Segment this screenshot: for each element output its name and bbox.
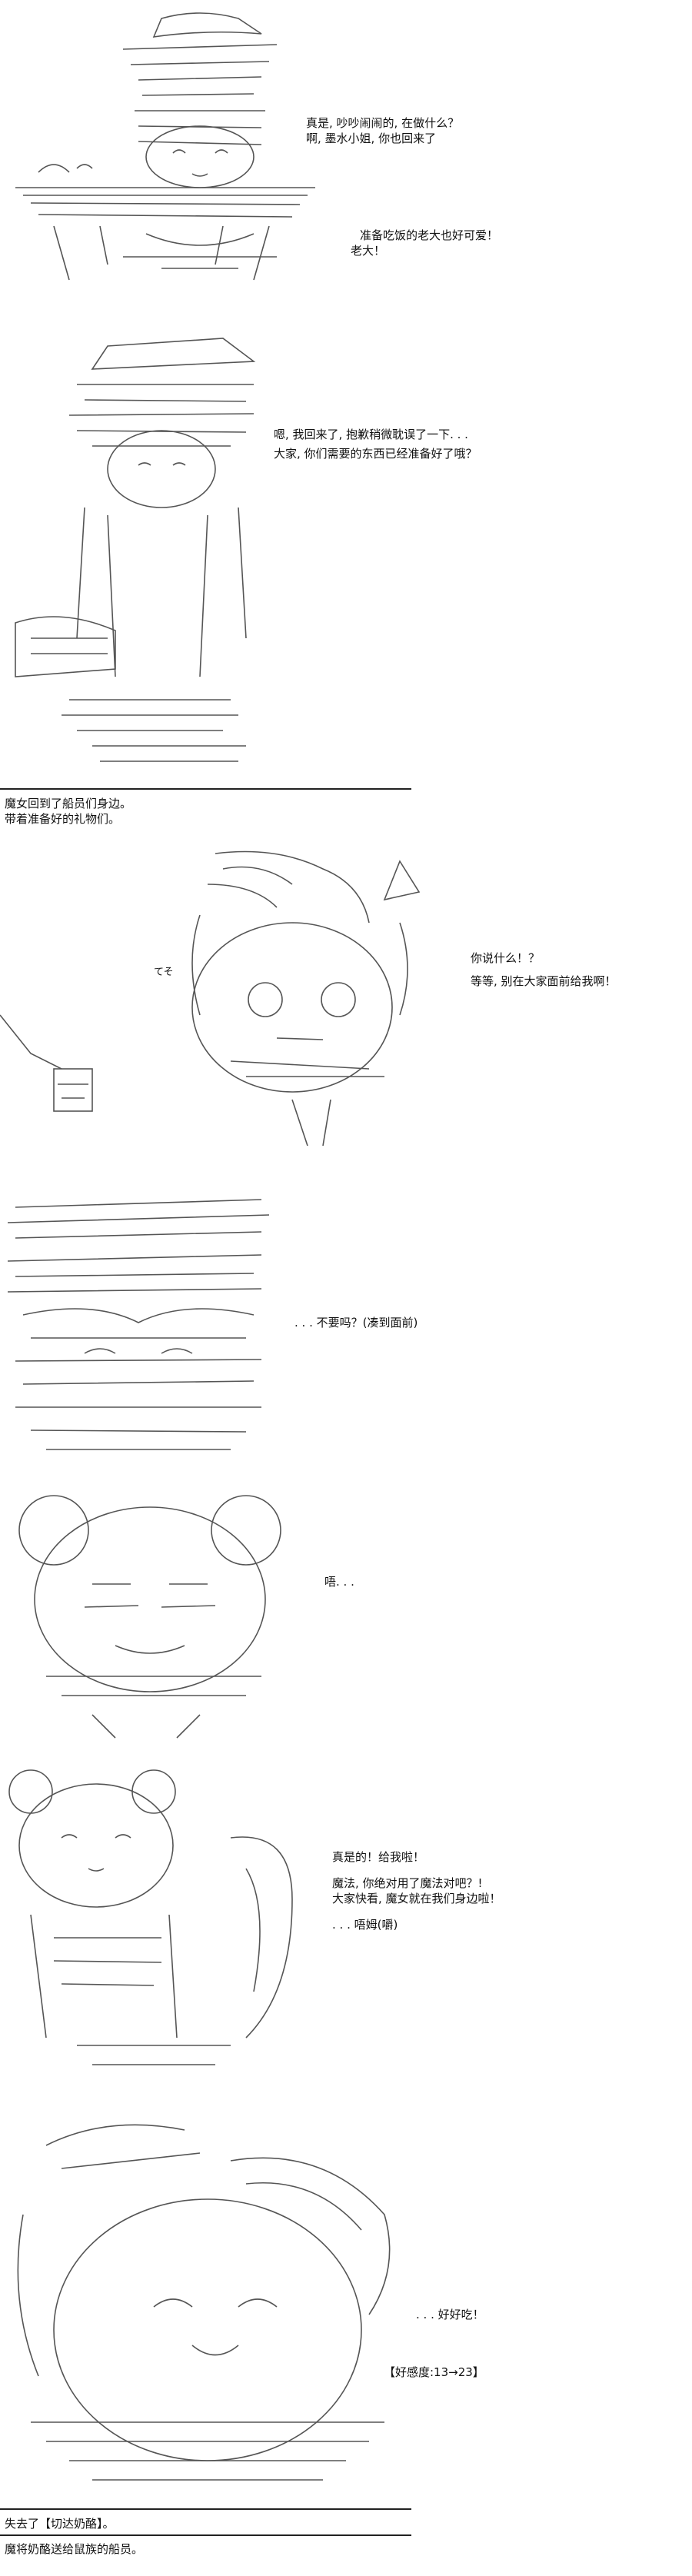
panel-divider bbox=[0, 2534, 411, 2536]
ascii-art-mouse-surprised bbox=[0, 850, 421, 1147]
dialogue-line: 真是的！给我啦！ bbox=[332, 1850, 425, 1864]
affection-status: 【好感度:13→23】 bbox=[384, 2365, 484, 2379]
narration-line: 魔女回到了船员们身边。 bbox=[5, 797, 132, 810]
dialogue-line: 准备吃饭的老大也好可爱！ bbox=[360, 228, 499, 242]
panel-4: . . . 不要吗？(凑到面前) bbox=[0, 1177, 692, 1476]
dialogue-line: . . . 好好吃！ bbox=[416, 2308, 484, 2321]
dialogue-line: 魔法, 你绝对用了魔法对吧？! bbox=[332, 1876, 483, 1890]
ascii-art-witch-standing bbox=[15, 338, 256, 762]
narration-line: 魔将奶酪送给鼠族的船员。 bbox=[5, 2542, 144, 2556]
panel-5: 唔. . . bbox=[0, 1476, 692, 1753]
ascii-art-mouse-pondering bbox=[18, 1495, 281, 1739]
panel-1: 真是, 吵吵闹闹的, 在做什么？ 啊, 墨水小姐, 你也回来了 准备吃饭的老大也… bbox=[0, 0, 692, 300]
dialogue-line: 你说什么！？ bbox=[471, 951, 541, 965]
dialogue-line: 老大！ bbox=[351, 244, 386, 258]
panel-6: 真是的！给我啦！ 魔法, 你绝对用了魔法对吧？! 大家快看, 魔女就在我们身边啦… bbox=[0, 1753, 692, 2092]
panel-3: てそ 你说什么！？ 等等, 别在大家面前给我啊！ bbox=[0, 830, 692, 1177]
panel-2: 嗯, 我回来了, 抱歉稍微耽误了一下. . . 大家, 你们需要的东西已经准备好… bbox=[0, 300, 692, 784]
sound-effect: てそ bbox=[154, 967, 174, 978]
ascii-art-mouse-happy bbox=[17, 2124, 391, 2481]
panel-divider bbox=[0, 2508, 411, 2510]
dialogue-line: 啊, 墨水小姐, 你也回来了 bbox=[306, 131, 437, 145]
ascii-art-captain-at-table bbox=[15, 12, 315, 281]
dialogue-line: 真是, 吵吵闹闹的, 在做什么？ bbox=[306, 116, 460, 130]
dialogue-line: 大家快看, 魔女就在我们身边啦！ bbox=[332, 1892, 501, 1905]
narration-line: 带着准备好的礼物们。 bbox=[5, 812, 121, 826]
dialogue-line: 嗯, 我回来了, 抱歉稍微耽误了一下. . . bbox=[274, 428, 468, 441]
dialogue-line: 大家, 你们需要的东西已经准备好了哦？ bbox=[274, 447, 477, 461]
panel-7: . . . 好好吃！ 【好感度:13→23】 bbox=[0, 2092, 692, 2507]
dialogue-line: . . . 不要吗？(凑到面前) bbox=[294, 1316, 418, 1330]
dialogue-line: 等等, 别在大家面前给我啊！ bbox=[471, 974, 617, 988]
narration-line: 失去了【切达奶酪】。 bbox=[5, 2517, 115, 2531]
panel-divider bbox=[0, 788, 411, 790]
dialogue-line: . . . 唔姆(嚼) bbox=[332, 1918, 398, 1932]
ascii-art-mouse-eating bbox=[8, 1769, 293, 2065]
ascii-art-mouse-closeup bbox=[7, 1199, 270, 1450]
dialogue-line: 唔. . . bbox=[324, 1575, 354, 1589]
